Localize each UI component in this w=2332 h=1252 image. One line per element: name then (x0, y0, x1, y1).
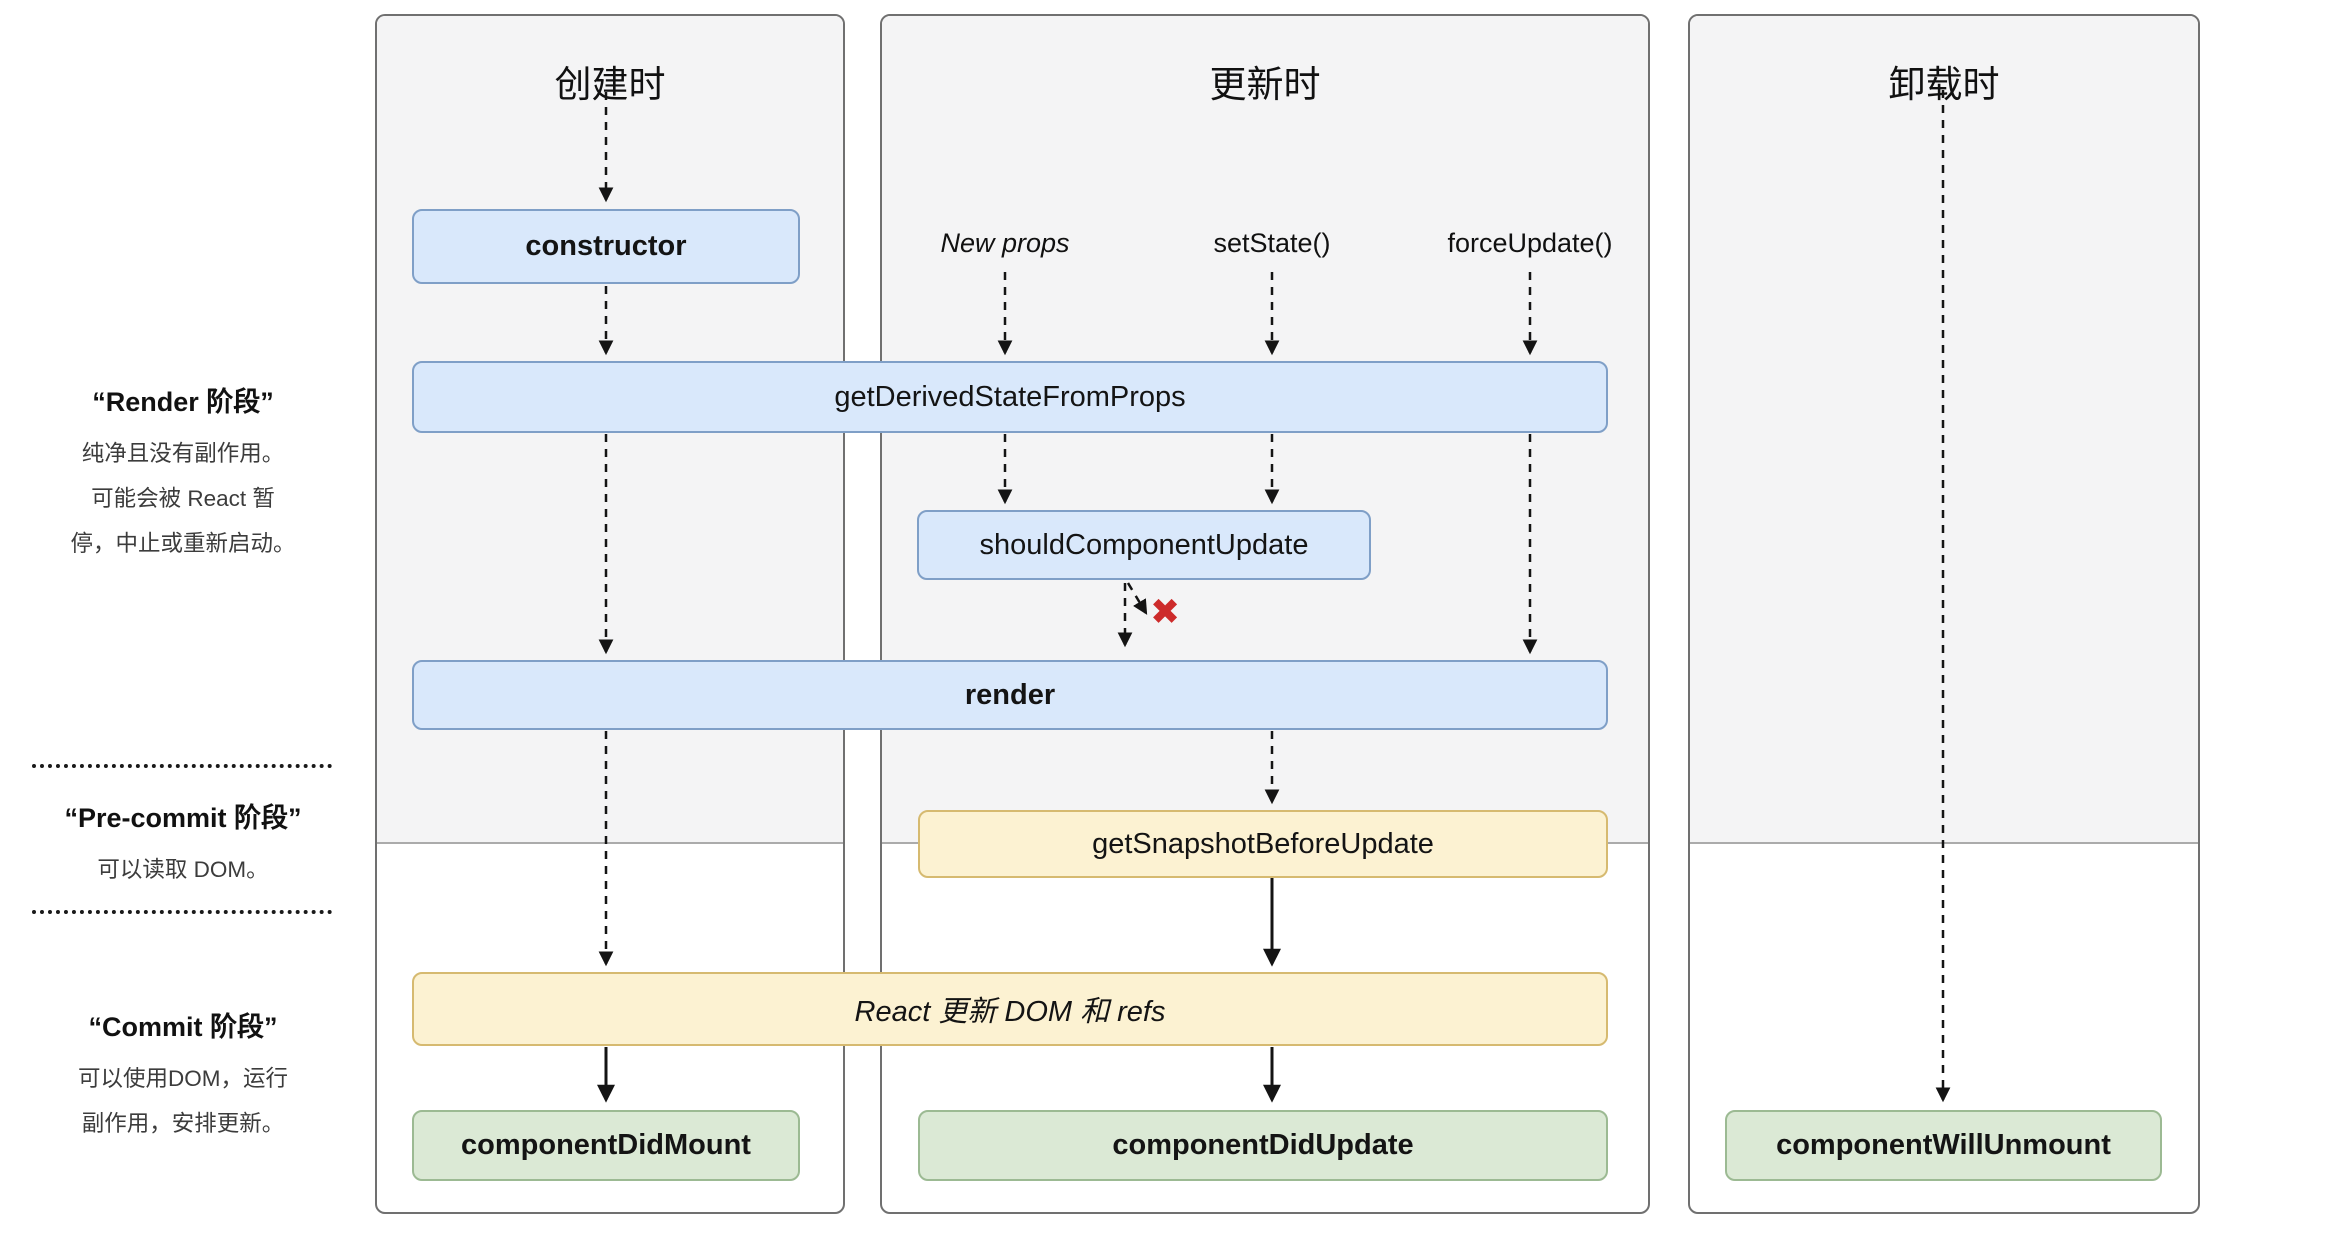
arrow-scu-to-skip-x (1126, 582, 1148, 615)
phase-render-desc: 纯净且没有副作用。 可能会被 React 暂 停，中止或重新启动。 (70, 441, 296, 556)
node-constructor: constructor (412, 209, 800, 284)
phase-render-caption: “Render 阶段” 纯净且没有副作用。 可能会被 React 暂 停，中止或… (26, 380, 340, 566)
phase-precommit-title: “Pre-commit 阶段” (64, 803, 302, 833)
node-get-snapshot-before-update: getSnapshotBeforeUpdate (918, 810, 1608, 878)
phase-render-title: “Render 阶段” (92, 387, 274, 417)
phase-commit-caption: “Commit 阶段” 可以使用DOM，运行 副作用，安排更新。 (26, 1005, 340, 1146)
trigger-force-update: forceUpdate() (1447, 228, 1613, 258)
trigger-new-props: New props (940, 228, 1070, 258)
phase-separator-top (32, 764, 332, 768)
panel-unmounting-title: 卸载时 (1888, 64, 2000, 105)
node-react-updates-dom: React 更新 DOM 和 refs (412, 972, 1608, 1046)
panel-updating-title: 更新时 (1209, 64, 1321, 105)
phase-commit-desc: 可以使用DOM，运行 副作用，安排更新。 (78, 1066, 288, 1136)
node-get-derived-state-from-props: getDerivedStateFromProps (412, 361, 1608, 433)
node-should-component-update: shouldComponentUpdate (917, 510, 1371, 580)
phase-commit-title: “Commit 阶段” (88, 1012, 278, 1042)
node-component-did-mount: componentDidMount (412, 1110, 800, 1181)
node-component-will-unmount: componentWillUnmount (1725, 1110, 2162, 1181)
trigger-set-state: setState() (1213, 228, 1331, 258)
node-render: render (412, 660, 1608, 730)
phase-precommit-caption: “Pre-commit 阶段” 可以读取 DOM。 (26, 796, 340, 892)
phase-separator-bottom (32, 910, 332, 914)
phase-precommit-desc: 可以读取 DOM。 (97, 857, 269, 882)
node-component-did-update: componentDidUpdate (918, 1110, 1608, 1181)
panel-mounting-title: 创建时 (554, 64, 666, 105)
skip-update-x-icon: ✖ (1150, 591, 1181, 632)
